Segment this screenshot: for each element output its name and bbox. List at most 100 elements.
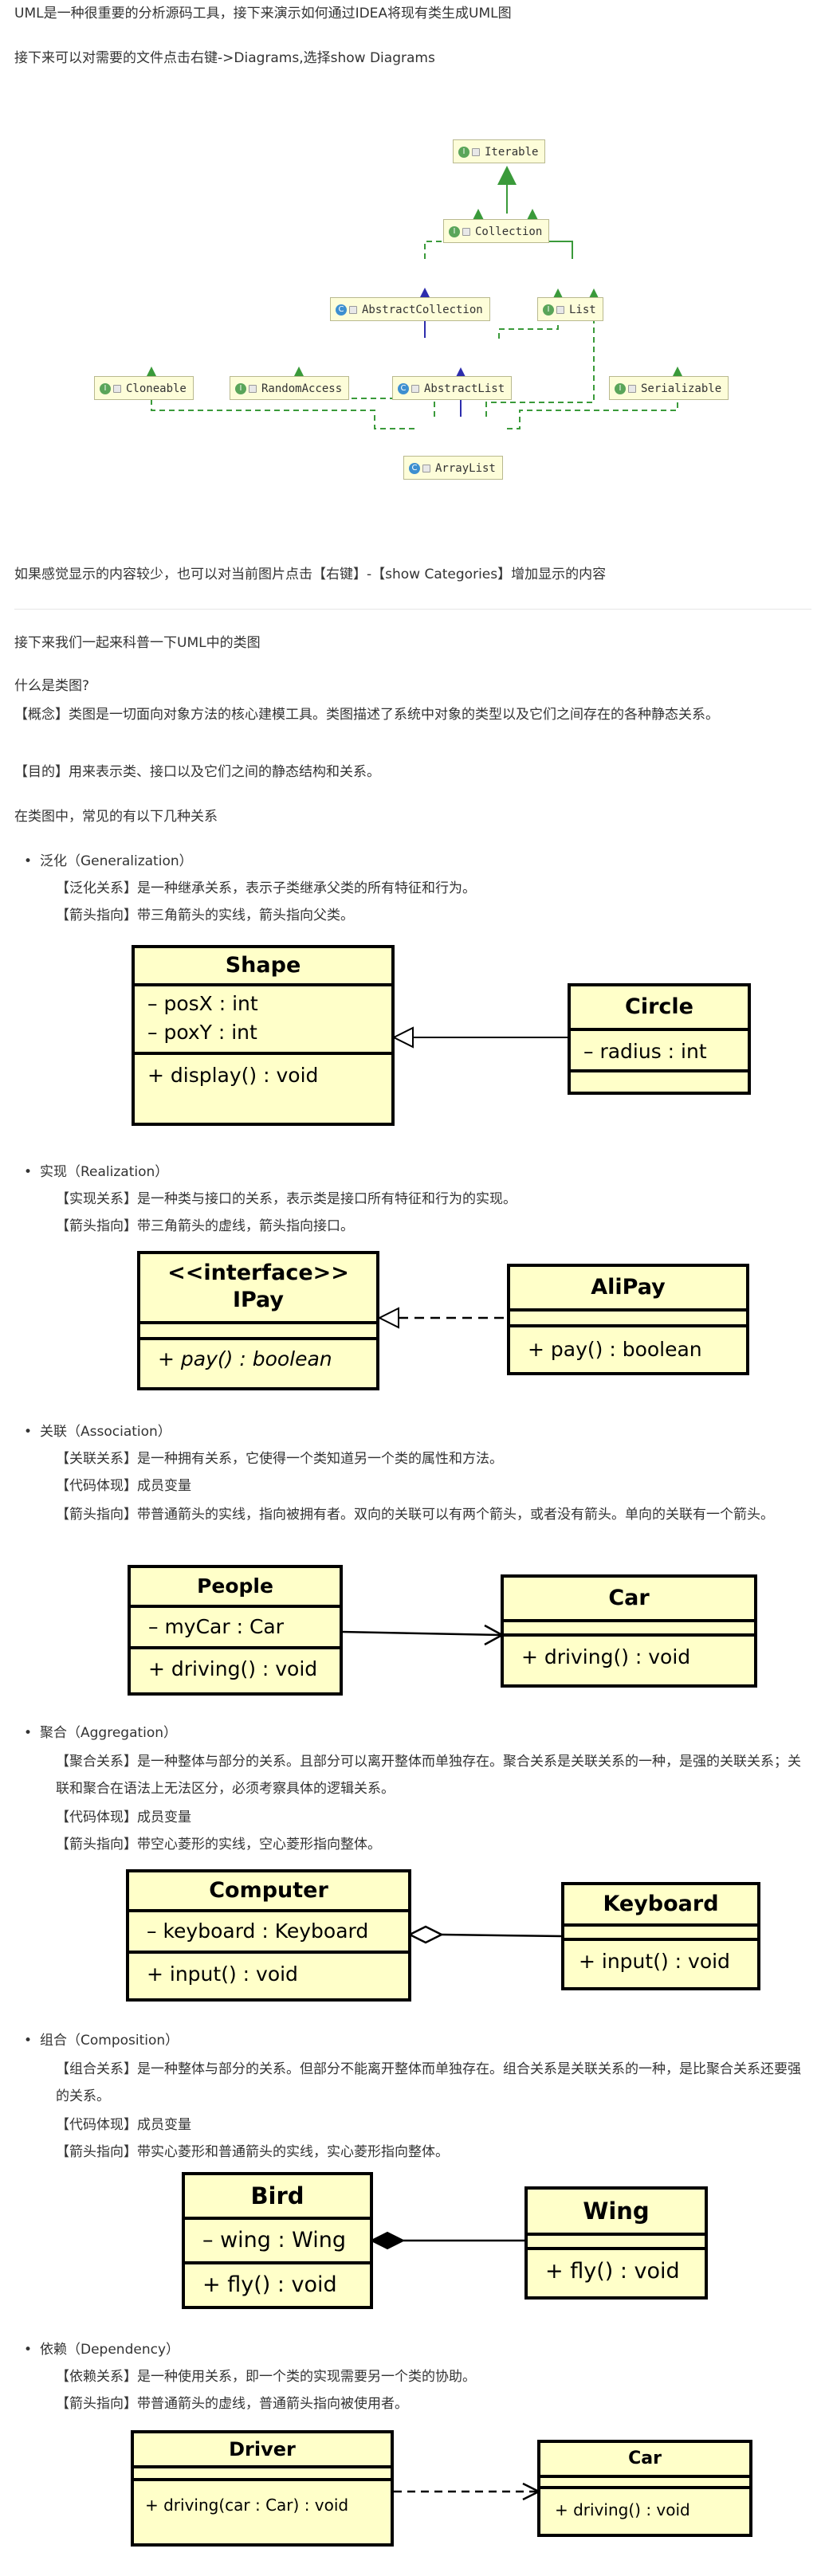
method: + driving() : void — [148, 1657, 318, 1680]
pin-icon — [556, 306, 564, 314]
methods: + driving() : void — [504, 1633, 754, 1678]
attributes — [540, 2475, 749, 2486]
class-name: AliPay — [591, 1275, 666, 1300]
attributes: – myCar : Car — [131, 1605, 340, 1646]
node-arraylist[interactable]: C ArrayList — [403, 456, 503, 480]
method: + fly() : void — [202, 2272, 337, 2297]
pin-icon — [472, 148, 480, 156]
attribute: – wing : Wing — [202, 2228, 347, 2253]
relation-desc: 【箭头指向】带普通箭头的实线，指向被拥有者。双向的关联可以有两个箭头，或者没有箭… — [56, 1507, 774, 1523]
methods: + driving(car : Car) : void — [134, 2478, 391, 2521]
pin-icon — [422, 465, 430, 472]
methods — [571, 1069, 748, 1084]
class-name: IPay — [232, 1288, 285, 1312]
class-icon: C — [398, 383, 409, 394]
methods: + display() : void — [135, 1052, 391, 1092]
relation-title: 聚合（Aggregation） — [24, 1721, 177, 1745]
node-label: Serializable — [641, 382, 722, 395]
uml-class-driver: Driver + driving(car : Car) : void — [131, 2430, 394, 2547]
relations-intro: 在类图中，常见的有以下几种关系 — [14, 809, 218, 825]
stereotype: <<interface>> — [167, 1261, 349, 1285]
node-label: RandomAccess — [261, 382, 343, 395]
relation-desc: 【泛化关系】是一种继承关系，表示子类继承父类的所有特征和行为。 — [56, 880, 476, 896]
methods: + pay() : boolean — [510, 1324, 746, 1370]
attribute: – radius : int — [583, 1040, 707, 1063]
interface-icon: I — [543, 304, 554, 316]
intro-line-1: UML是一种很重要的分析源码工具，接下来演示如何通过IDEA将现有类生成UML图 — [14, 6, 512, 22]
generalization-connector — [391, 1026, 568, 1049]
section-intro: 接下来我们一起来科普一下UML中的类图 — [14, 635, 261, 651]
class-name: Car — [608, 1586, 650, 1610]
attributes — [140, 1321, 376, 1337]
methods: + fly() : void — [185, 2261, 370, 2306]
interface-icon: I — [458, 147, 469, 158]
node-label: ArrayList — [435, 462, 496, 475]
method: + pay() : boolean — [158, 1347, 332, 1370]
concept-text: 【概念】类图是一切面向对象方法的核心建模工具。类图描述了系统中对象的类型以及它们… — [14, 707, 719, 723]
method: + display() : void — [147, 1064, 319, 1087]
attributes: – posX : int – poxY : int — [135, 983, 391, 1052]
class-icon: C — [409, 463, 420, 474]
attributes — [134, 2465, 391, 2478]
node-label: Cloneable — [126, 382, 187, 395]
relation-desc: 【关联关系】是一种拥有关系，它使得一个类知道另一个类的属性和方法。 — [56, 1451, 503, 1467]
relation-desc: 【箭头指向】带三角箭头的虚线，箭头指向接口。 — [56, 1218, 354, 1234]
attributes — [528, 2233, 705, 2247]
attributes — [504, 1619, 754, 1633]
interface-icon: I — [235, 383, 246, 394]
uml-class-shape: Shape – posX : int – poxY : int + displa… — [132, 945, 395, 1126]
relation-desc: 【实现关系】是一种类与接口的关系，表示类是接口所有特征和行为的实现。 — [56, 1191, 517, 1207]
relation-title: 实现（Realization） — [24, 1160, 168, 1184]
methods: + pay() : boolean — [140, 1337, 376, 1377]
attribute: – myCar : Car — [148, 1615, 285, 1638]
node-label: AbstractCollection — [362, 304, 483, 316]
method: + input() : void — [147, 1962, 298, 1986]
relation-desc: 【组合关系】是一种整体与部分的关系。但部分不能离开整体而单独存在。组合关系是关联… — [56, 2061, 801, 2104]
after-diagram-text: 如果感觉显示的内容较少，也可以对当前图片点击【右键】-【show Categor… — [14, 567, 607, 582]
attributes: – wing : Wing — [185, 2217, 370, 2261]
relation-desc: 【代码体现】成员变量 — [56, 2117, 191, 2133]
class-name: Driver — [229, 2438, 296, 2460]
pin-icon — [249, 385, 257, 393]
node-randomaccess[interactable]: I RandomAccess — [230, 376, 350, 400]
pin-icon — [411, 385, 419, 393]
method: + fly() : void — [545, 2259, 680, 2284]
node-abstractlist[interactable]: C AbstractList — [392, 376, 513, 400]
method: + driving() : void — [555, 2500, 690, 2519]
relation-desc: 【依赖关系】是一种使用关系，即一个类的实现需要另一个类的协助。 — [56, 2369, 476, 2385]
relation-desc: 【箭头指向】带三角箭头的实线，箭头指向父类。 — [56, 908, 354, 923]
aggregation-connector — [407, 1925, 564, 1944]
what-is-heading: 什么是类图? — [14, 678, 90, 694]
composition-connector — [369, 2231, 526, 2250]
uml-class-computer: Computer – keyboard : Keyboard + input()… — [126, 1869, 411, 2002]
realization-connector — [377, 1307, 507, 1329]
node-label: Collection — [475, 225, 543, 238]
relation-desc: 【代码体现】成员变量 — [56, 1478, 191, 1494]
relation-desc: 【箭头指向】带实心菱形和普通箭头的实线，实心菱形指向整体。 — [56, 2144, 449, 2160]
attributes: – radius : int — [571, 1028, 748, 1069]
uml-class-alipay: AliPay + pay() : boolean — [507, 1264, 749, 1375]
node-label: Iterable — [485, 146, 539, 159]
relation-title: 关联（Association） — [24, 1420, 171, 1444]
method: + driving() : void — [521, 1645, 691, 1668]
node-collection[interactable]: I Collection — [443, 219, 550, 243]
relation-desc: 【聚合关系】是一种整体与部分的关系。且部分可以离开整体而单独存在。聚合关系是关联… — [56, 1754, 801, 1797]
methods: + driving() : void — [131, 1646, 340, 1689]
class-name: Shape — [225, 953, 301, 978]
attribute: – posX : int — [147, 992, 258, 1015]
node-label: AbstractList — [424, 382, 505, 395]
uml-class-car: Car + driving() : void — [501, 1574, 757, 1688]
uml-class-car-2: Car + driving() : void — [537, 2440, 752, 2537]
node-iterable[interactable]: I Iterable — [453, 139, 546, 163]
interface-icon: I — [449, 226, 460, 237]
intro-line-2: 接下来可以对需要的文件点击右键->Diagrams,选择show Diagram… — [14, 50, 435, 66]
methods: + fly() : void — [528, 2247, 705, 2293]
pin-icon — [462, 228, 470, 236]
class-name: People — [197, 1574, 273, 1598]
purpose-text: 【目的】用来表示类、接口以及它们之间的静态结构和关系。 — [14, 764, 380, 780]
